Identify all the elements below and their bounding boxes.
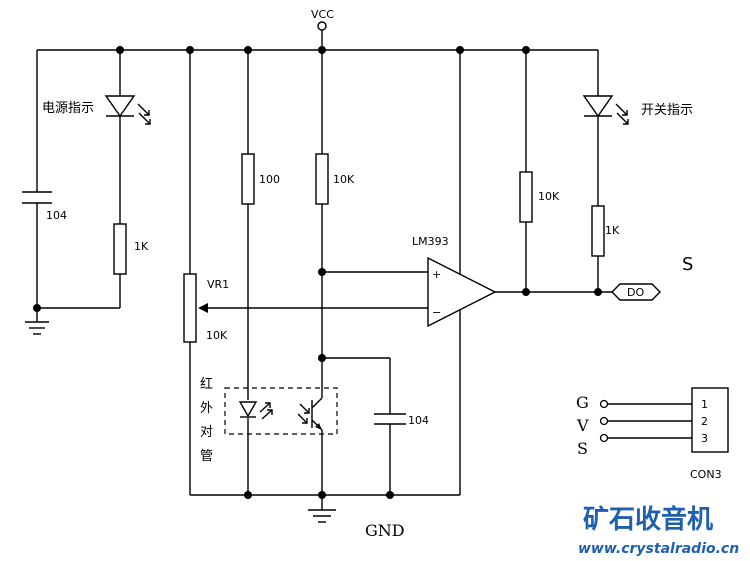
wires: [36, 30, 692, 510]
junction-dot: [318, 46, 326, 54]
junction-dot: [244, 46, 252, 54]
do-output-tag: [611, 283, 661, 301]
phototransistor-icon: [297, 397, 323, 431]
vr1-value: 10K: [206, 329, 228, 342]
connector-terminal-icon: [599, 433, 609, 443]
wiper-arrow-icon: [198, 303, 208, 313]
brand-logo-text: 矿石收音机: [583, 504, 713, 535]
r100-value: 100: [259, 173, 280, 186]
brand-url: www.crystalradio.cn: [578, 541, 739, 557]
ir-pair-char: 管: [200, 449, 213, 464]
led-switch-icon: [582, 95, 629, 125]
connector-terminal-icon: [599, 399, 609, 409]
connector-name: CON3: [690, 468, 722, 481]
con-pin-label-g: G: [576, 393, 589, 412]
junctions: [33, 46, 602, 499]
ir-pair-box: [224, 387, 338, 435]
junction-dot: [522, 46, 530, 54]
switch-led-label: 开关指示: [641, 103, 693, 118]
con-pin-number: 2: [701, 415, 708, 428]
ir-pair-char: 红: [200, 376, 213, 392]
c1-value: 104: [46, 209, 67, 222]
potentiometer-vr1: [183, 273, 197, 343]
junction-dot: [386, 491, 394, 499]
capacitor-c2: [374, 413, 406, 425]
comparator-lm393-icon: [427, 256, 497, 328]
do-tag-label: DO: [627, 286, 644, 299]
power-led-label: 电源指示: [42, 101, 94, 116]
vcc-terminal-icon: [317, 21, 327, 31]
junction-dot: [116, 46, 124, 54]
connector-con3: 1 2 3 CON3: [599, 387, 729, 481]
junction-dot: [456, 46, 464, 54]
comparator-plus-sign: +: [432, 268, 441, 281]
con-pin-label-v: V: [576, 416, 589, 435]
connector-body: [691, 387, 729, 453]
junction-dot: [594, 288, 602, 296]
capacitor-c1: [22, 191, 52, 204]
resistor-r1: [113, 223, 127, 275]
junction-dot: [318, 491, 326, 499]
junction-dot: [522, 288, 530, 296]
r1-value: 1K: [134, 240, 149, 253]
con-pin-number: 3: [701, 432, 708, 445]
output-s-label: S: [682, 254, 693, 275]
con-pin-number: 1: [701, 398, 708, 411]
gnd-label: GND: [365, 521, 405, 540]
ir-pair-char: 外: [200, 401, 213, 416]
junction-dot: [33, 304, 41, 312]
junction-dot: [186, 46, 194, 54]
ground-icon-left: [25, 321, 49, 335]
con-pin-label-s: S: [577, 439, 588, 458]
junction-dot: [318, 354, 326, 362]
ir-led-icon: [238, 401, 273, 420]
r10k-b-value: 10K: [538, 190, 560, 203]
ir-pair-label: 红 外 对 管: [200, 376, 213, 464]
resistor-100: [241, 153, 255, 205]
connector-terminal-icon: [599, 416, 609, 426]
ground-icon-bottom: [308, 509, 336, 523]
vr1-label: VR1: [207, 278, 229, 291]
resistor-10k-b: [519, 171, 533, 223]
led-power-icon: [104, 95, 151, 125]
r10k-a-value: 10K: [333, 173, 355, 186]
resistor-10k-a: [315, 153, 329, 205]
c2-value: 104: [408, 414, 429, 427]
resistor-1k-b: [591, 205, 605, 257]
junction-dot: [244, 491, 252, 499]
r1k-b-value: 1K: [605, 224, 620, 237]
ir-pair-char: 对: [200, 425, 213, 440]
junction-dot: [318, 268, 326, 276]
vcc-label: VCC: [311, 8, 334, 21]
comparator-minus-sign: −: [432, 306, 441, 319]
comparator-label: LM393: [412, 235, 449, 248]
